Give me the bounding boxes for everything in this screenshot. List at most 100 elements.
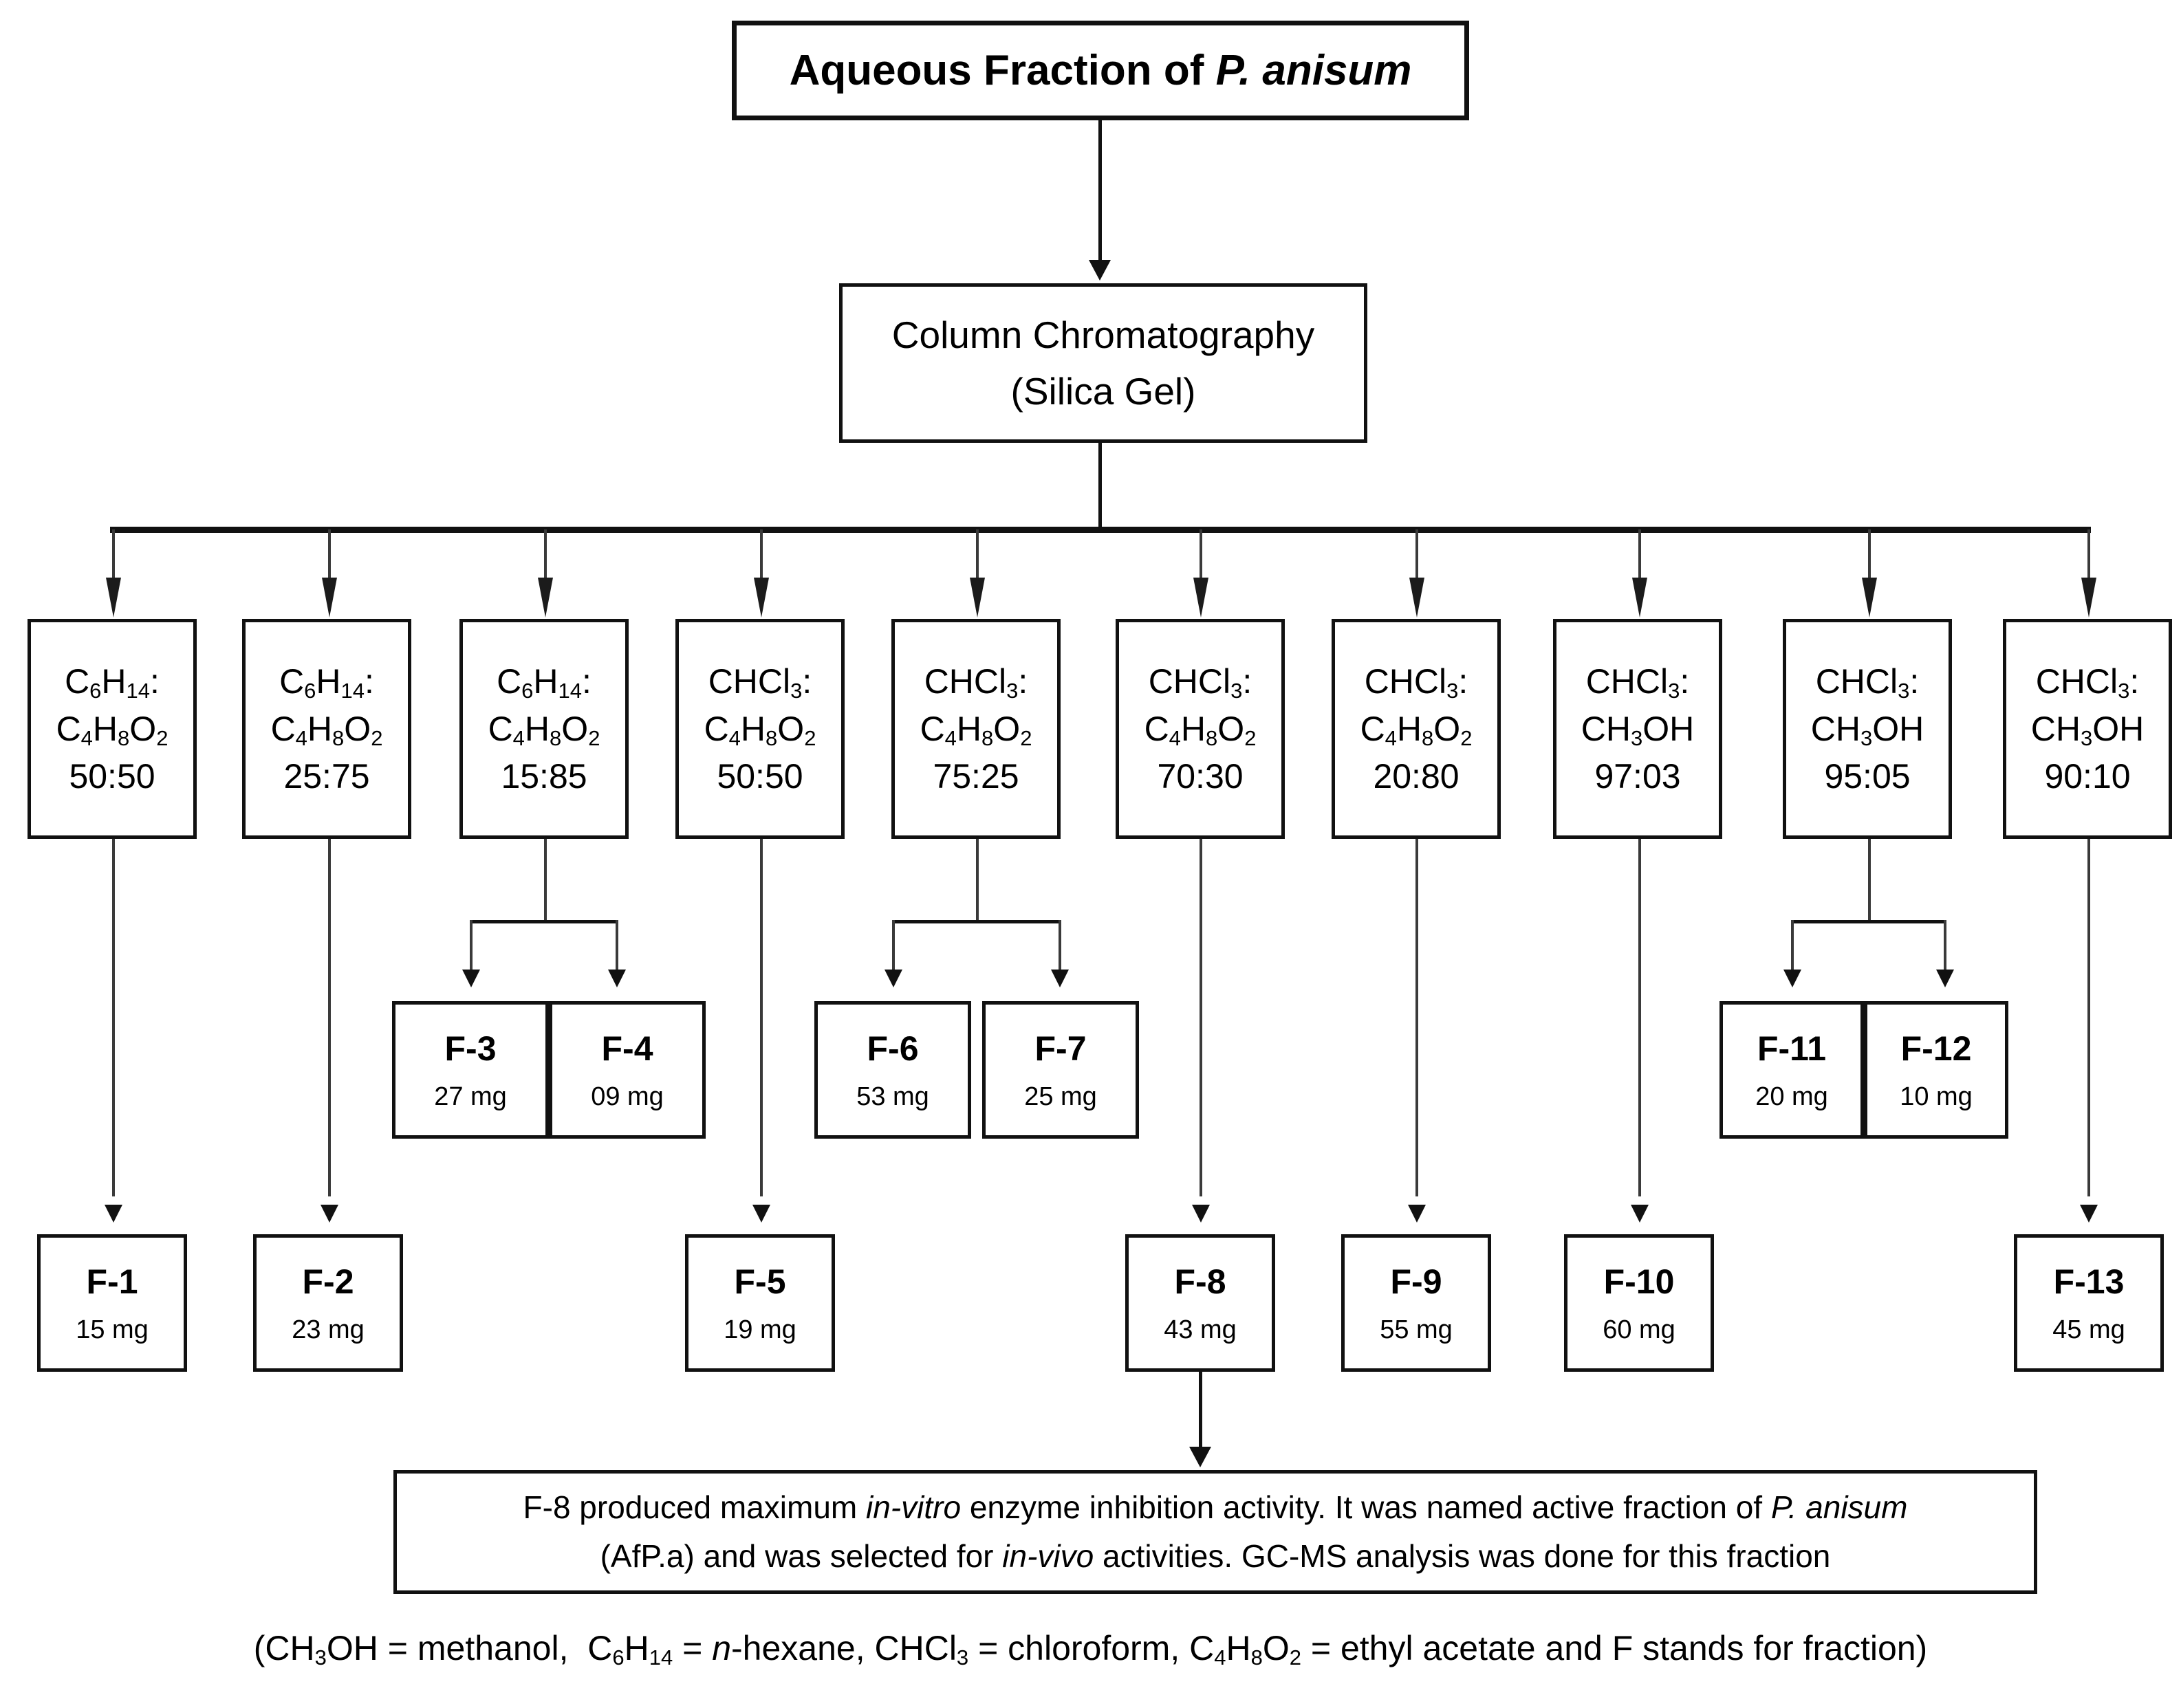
solvent-b: C4H8O2 <box>488 710 600 750</box>
arrow-sol-10 <box>2081 578 2096 617</box>
drop-f2 <box>328 839 331 1196</box>
fraction-box-f1: F-1 15 mg <box>37 1234 187 1372</box>
conclusion-box: F-8 produced maximum in-vitro enzyme inh… <box>393 1470 2037 1594</box>
arrow-sol-8 <box>1632 578 1647 617</box>
split-bar-sol3 <box>470 920 618 923</box>
solvent-b: C4H8O2 <box>270 710 383 750</box>
solvent-ratio: 90:10 <box>2044 757 2131 796</box>
solvent-a: CHCl3: <box>1815 661 1920 703</box>
arrow-sol-6 <box>1193 578 1208 617</box>
arrow-f8-to-conclusion <box>1189 1447 1211 1467</box>
arrow-f8 <box>1192 1205 1210 1223</box>
fraction-box-f6: F-6 53 mg <box>814 1001 971 1139</box>
stem-sol9-split <box>1868 839 1871 921</box>
split-bar-sol5 <box>892 920 1061 923</box>
drop-f13 <box>2087 839 2090 1196</box>
title-species: P. anisum <box>1215 46 1412 94</box>
fraction-name: F-7 <box>1034 1029 1087 1068</box>
fraction-name: F-8 <box>1174 1262 1226 1301</box>
solvent-box-2: C6H14: C4H8O2 25:75 <box>242 619 411 839</box>
solvent-box-9: CHCl3: CH3OH 95:05 <box>1783 619 1952 839</box>
solvent-b: CH3OH <box>1810 710 1924 750</box>
fraction-mass: 43 mg <box>1164 1315 1237 1344</box>
solvent-a: CHCl3: <box>924 661 1028 703</box>
drop-sol-10 <box>2087 529 2090 595</box>
fraction-mass: 45 mg <box>2052 1315 2125 1344</box>
fraction-mass: 20 mg <box>1755 1082 1828 1111</box>
arrow-f2 <box>321 1205 338 1223</box>
arrow-sol-2 <box>322 578 337 617</box>
drop-sol-1 <box>112 529 115 595</box>
drop-sol-6 <box>1200 529 1202 595</box>
solvent-box-5: CHCl3: C4H8O2 75:25 <box>891 619 1061 839</box>
arrow-f6 <box>885 970 902 987</box>
split-bar-sol9 <box>1791 920 1946 923</box>
fraction-box-f7: F-7 25 mg <box>982 1001 1139 1139</box>
drop-sol-2 <box>328 529 331 595</box>
fraction-name: F-9 <box>1390 1262 1442 1301</box>
solvent-ratio: 50:50 <box>717 757 803 796</box>
solvent-box-4: CHCl3: C4H8O2 50:50 <box>675 619 845 839</box>
arrow-f10 <box>1631 1205 1649 1223</box>
arrow-sol-1 <box>106 578 121 617</box>
drop-f5 <box>760 839 763 1196</box>
solvent-a: CHCl3: <box>708 661 812 703</box>
solvent-ratio: 25:75 <box>283 757 370 796</box>
legend-text: (CH3OH = methanol, C6H14 = n-hexane, CHC… <box>253 1629 1928 1669</box>
fraction-mass: 09 mg <box>591 1082 664 1111</box>
fraction-box-f12: F-12 10 mg <box>1864 1001 2008 1139</box>
legend-n-italic: n <box>712 1629 732 1667</box>
fraction-mass: 23 mg <box>292 1315 365 1344</box>
solvent-b: C4H8O2 <box>1360 710 1473 750</box>
arrow-sol-9 <box>1862 578 1877 617</box>
conclusion-line-1: F-8 produced maximum in-vitro enzyme inh… <box>523 1483 1908 1532</box>
arrow-f3 <box>462 970 480 987</box>
solvent-box-1: C6H14: C4H8O2 50:50 <box>28 619 197 839</box>
arrow-title-to-chromatography <box>1089 260 1111 281</box>
drop-f9 <box>1415 839 1418 1196</box>
conclusion-l2-a: (AfP.a) and was selected for <box>600 1538 1003 1574</box>
arrow-f11 <box>1783 970 1801 987</box>
drop-f12 <box>1944 920 1946 974</box>
fraction-name: F-3 <box>444 1029 497 1068</box>
arrow-sol-7 <box>1409 578 1424 617</box>
fraction-mass: 27 mg <box>434 1082 507 1111</box>
conclusion-l2-b: activities. GC-MS analysis was done for … <box>1094 1538 1831 1574</box>
drop-sol-7 <box>1415 529 1418 595</box>
solvent-a: CHCl3: <box>2035 661 2140 703</box>
solvent-b: C4H8O2 <box>56 710 169 750</box>
conclusion-l1-a: F-8 produced maximum <box>523 1489 867 1525</box>
fraction-name: F-6 <box>867 1029 919 1068</box>
drop-sol-5 <box>976 529 979 595</box>
solvent-b: C4H8O2 <box>704 710 816 750</box>
fraction-name: F-13 <box>2053 1262 2125 1301</box>
fraction-name: F-10 <box>1603 1262 1675 1301</box>
fraction-name: F-12 <box>1900 1029 1972 1068</box>
drop-sol-4 <box>760 529 763 595</box>
connector-f8-to-conclusion <box>1199 1372 1202 1449</box>
drop-f7 <box>1059 920 1061 974</box>
fraction-mass: 25 mg <box>1024 1082 1097 1111</box>
arrow-sol-5 <box>970 578 985 617</box>
arrow-f12 <box>1936 970 1954 987</box>
drop-f1 <box>112 839 115 1196</box>
solvent-box-8: CHCl3: CH3OH 97:03 <box>1553 619 1722 839</box>
drop-f6 <box>892 920 895 974</box>
solvent-b: CH3OH <box>2030 710 2145 750</box>
solvent-ratio: 95:05 <box>1824 757 1911 796</box>
fraction-box-f11: F-11 20 mg <box>1719 1001 1864 1139</box>
drop-sol-9 <box>1868 529 1871 595</box>
solvent-b: C4H8O2 <box>920 710 1032 750</box>
fraction-name: F-4 <box>601 1029 653 1068</box>
drop-f10 <box>1638 839 1641 1196</box>
stem-sol3-split <box>544 839 547 921</box>
title-prefix: Aqueous Fraction of <box>789 46 1216 94</box>
solvent-ratio: 75:25 <box>933 757 1019 796</box>
arrow-f7 <box>1051 970 1069 987</box>
drop-f11 <box>1791 920 1794 974</box>
fraction-name: F-2 <box>302 1262 354 1301</box>
arrow-f9 <box>1408 1205 1426 1223</box>
arrow-f1 <box>105 1205 122 1223</box>
connector-chromatography-to-bus <box>1098 443 1102 529</box>
solvent-a: CHCl3: <box>1148 661 1252 703</box>
